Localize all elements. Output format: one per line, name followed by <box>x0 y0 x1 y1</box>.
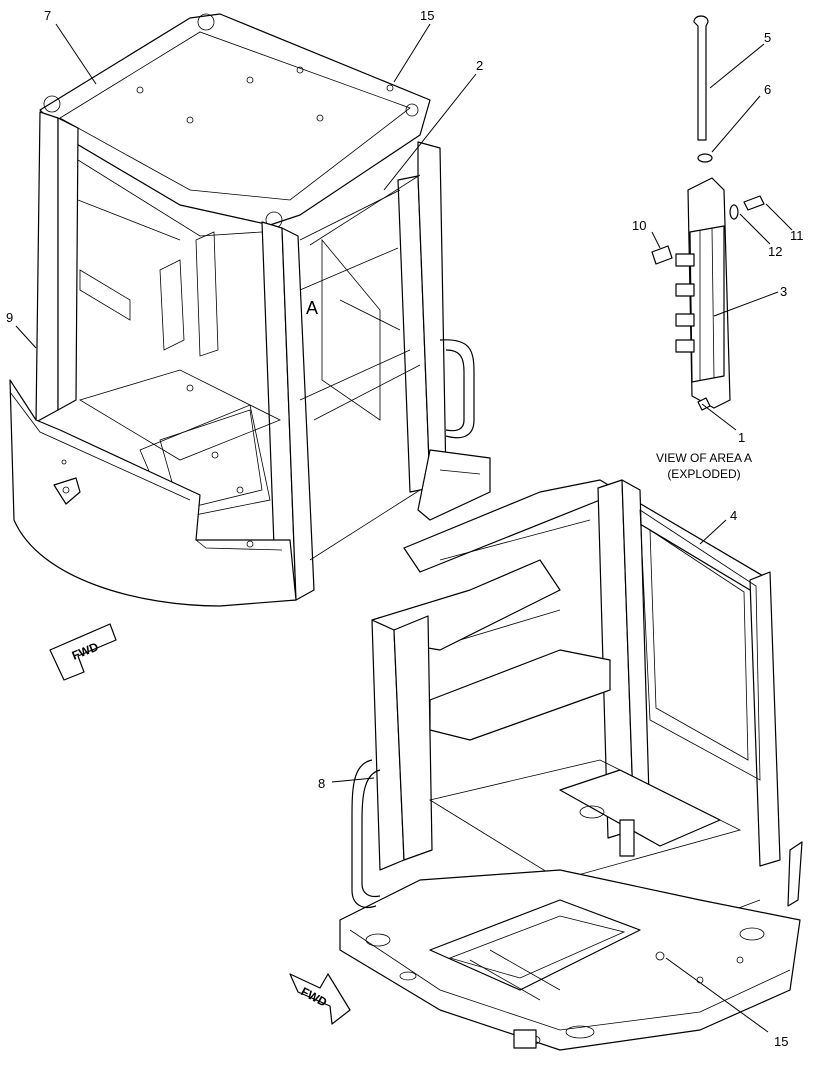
callout-12: 12 <box>768 244 782 259</box>
leader-lines <box>15 23 793 1033</box>
cab-shell-drawing <box>9 13 491 607</box>
callout-10: 10 <box>632 218 646 233</box>
view-label-line1: VIEW OF AREA A <box>656 451 752 465</box>
callout-11: 11 <box>790 228 804 243</box>
fwd-arrow-upper: FWD <box>49 623 117 681</box>
callout-3: 3 <box>780 284 787 299</box>
callout-4: 4 <box>730 508 737 523</box>
callout-15-upper: 15 <box>420 8 434 23</box>
callout-5: 5 <box>764 30 771 45</box>
callout-6: 6 <box>764 82 771 97</box>
callout-8: 8 <box>318 776 325 791</box>
callouts: 7 15 2 9 5 6 10 12 11 3 1 4 8 15 <box>6 8 804 1049</box>
view-label: VIEW OF AREA A (EXPLODED) <box>656 451 752 481</box>
area-marker: A <box>306 298 318 318</box>
fwd-arrow-lower: FWD <box>289 973 351 1025</box>
callout-2: 2 <box>476 58 483 73</box>
view-label-line2: (EXPLODED) <box>667 467 740 481</box>
callout-9: 9 <box>6 310 13 325</box>
callout-1: 1 <box>738 430 745 445</box>
callout-7: 7 <box>44 8 51 23</box>
rops-frame-drawing <box>339 479 803 1051</box>
callout-15-lower: 15 <box>774 1034 788 1049</box>
hinge-detail-drawing <box>651 15 765 411</box>
